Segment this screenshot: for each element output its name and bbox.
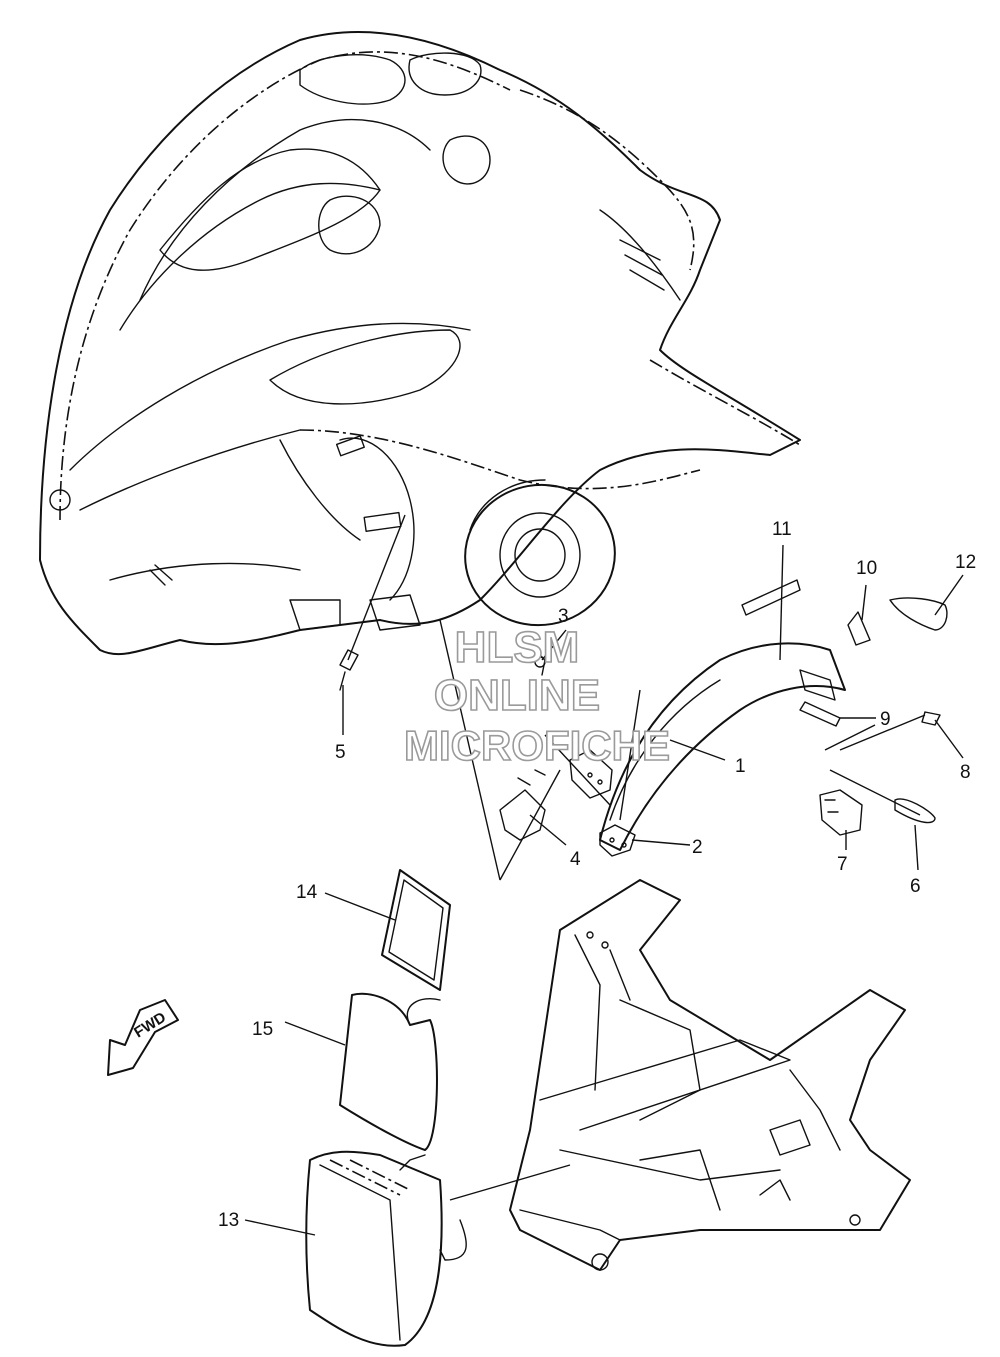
callout-6: 6 — [910, 876, 921, 897]
sticker-10 — [847, 611, 871, 646]
sticker-12 — [889, 597, 948, 631]
rear-fender — [599, 642, 846, 851]
callout-9: 9 — [880, 709, 891, 730]
sticker-11 — [741, 579, 801, 616]
battery-box-13 — [305, 1150, 467, 1347]
callout-7: 7 — [837, 854, 848, 875]
filter-14 — [381, 869, 451, 991]
callout-12: 12 — [955, 552, 976, 573]
callout-2: 2 — [692, 837, 703, 858]
callout-10: 10 — [856, 558, 877, 579]
pin-6 — [894, 798, 936, 824]
foam-15 — [339, 992, 441, 1151]
callout-13: 13 — [218, 1210, 239, 1231]
watermark-line3: MICROFICHE — [404, 722, 670, 769]
callout-1: 1 — [735, 756, 746, 777]
bracket-2 — [599, 824, 636, 857]
callout-11: 11 — [772, 519, 792, 540]
fwd-label: FWD — [131, 1009, 169, 1042]
rear-wheel — [464, 479, 616, 627]
rivet-8 — [921, 711, 941, 726]
bracket-3 — [534, 649, 613, 799]
callout-3: 3 — [558, 606, 569, 627]
leader-lines — [244, 514, 964, 1236]
bracket-4 — [499, 769, 546, 841]
callout-15: 15 — [252, 1019, 273, 1040]
watermark-line2: ONLINE — [434, 671, 600, 720]
callout-labels: 1 2 3 4 5 6 7 8 9 10 11 12 13 14 15 — [218, 519, 976, 1231]
watermark: HLSM ONLINE MICROFICHE — [403, 622, 671, 770]
rivet-5 — [339, 649, 359, 691]
callout-14: 14 — [296, 882, 318, 903]
pin-9 — [799, 701, 841, 727]
callout-8: 8 — [960, 762, 971, 783]
frame — [509, 879, 911, 1271]
callout-4: 4 — [570, 849, 581, 870]
clip-7 — [819, 789, 863, 836]
body-panel — [39, 30, 801, 656]
fwd-arrow-icon: FWD — [107, 999, 179, 1076]
callout-5: 5 — [335, 742, 346, 763]
watermark-line1: HLSM — [455, 623, 580, 672]
